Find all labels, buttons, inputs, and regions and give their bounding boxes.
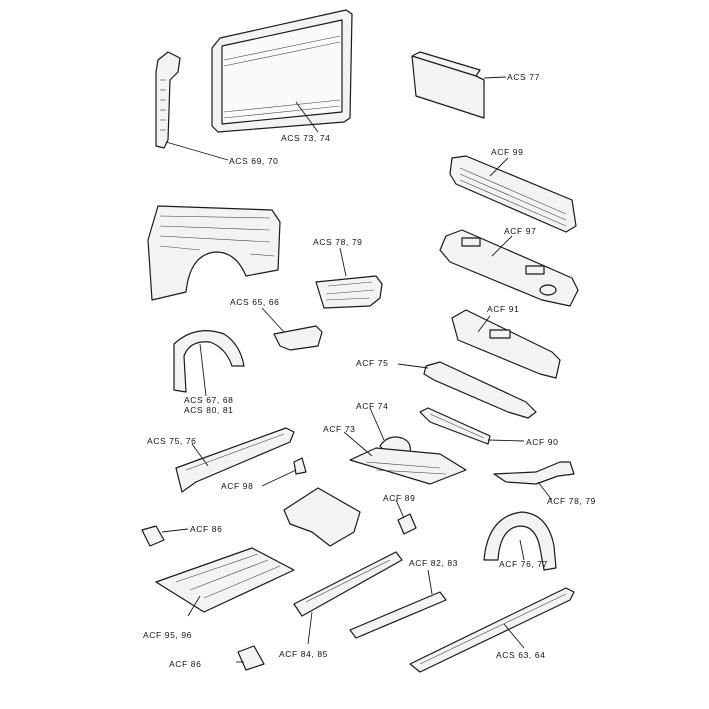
label-acf-73: ACF 73: [323, 424, 356, 434]
label-acf-90: ACF 90: [526, 437, 559, 447]
leader-acs-65-66: [261, 307, 285, 333]
part-acf-89: [397, 513, 417, 535]
leader-acs-77: [483, 76, 507, 79]
label-acs-67-68: ACS 67, 68: [184, 395, 234, 405]
leader-acf-99: [489, 157, 509, 177]
part-acs-78-79: [315, 275, 383, 309]
label-acs-63-64: ACS 63, 64: [496, 650, 546, 660]
label-acs-69-70: ACS 69, 70: [229, 156, 279, 166]
label-acs-65-66: ACS 65, 66: [230, 297, 280, 307]
label-acf-91: ACF 91: [487, 304, 520, 314]
part-acs-75-76: [175, 427, 295, 493]
part-acf-73: [349, 447, 467, 485]
part-floor-tunnel: [283, 487, 361, 547]
leader-acf-91: [477, 315, 491, 333]
leader-acf-73: [343, 431, 373, 457]
leader-acf-84-85: [307, 611, 313, 645]
part-acf-78-79: [493, 461, 575, 485]
leader-acf-97: [491, 235, 513, 257]
part-acf-86-lower: [237, 645, 265, 671]
label-acs-75-76: ACS 75, 76: [147, 436, 197, 446]
part-acs-63-64: [409, 587, 575, 673]
leader-acf-86-upper: [161, 528, 189, 533]
leader-acf-75: [397, 363, 429, 369]
part-acf-95-96: [155, 547, 295, 613]
leader-acs-63-64: [503, 623, 525, 649]
label-acf-74: ACF 74: [356, 401, 389, 411]
label-acf-78-79: ACF 78, 79: [547, 496, 596, 506]
part-acf-82-83: [349, 591, 447, 639]
leader-acs-73-74: [295, 101, 319, 133]
leader-acf-76-77: [519, 539, 525, 561]
label-acf-75: ACF 75: [356, 358, 389, 368]
leader-acf-82-83: [427, 569, 433, 595]
label-acf-86-lower: ACF 86: [169, 659, 202, 669]
leader-acf-89: [395, 499, 405, 519]
part-acs-65-66: [273, 325, 323, 351]
label-acs-80-81: ACS 80, 81: [184, 405, 234, 415]
label-acf-86-upper: ACF 86: [190, 524, 223, 534]
leader-acf-90: [487, 439, 525, 442]
label-acs-77: ACS 77: [507, 72, 540, 82]
label-acf-82-83: ACF 82, 83: [409, 558, 458, 568]
label-acs-73-74: ACS 73, 74: [281, 133, 331, 143]
leader-acs-75-76: [191, 443, 209, 467]
part-acf-99: [449, 155, 577, 233]
part-quarter-panel: [147, 205, 281, 301]
part-acf-91: [451, 309, 561, 379]
leader-acs-69-70: [165, 141, 229, 161]
part-acf-76-77: [483, 511, 557, 571]
label-acf-89: ACF 89: [383, 493, 416, 503]
leader-acf-95-96: [187, 595, 201, 617]
label-acf-99: ACF 99: [491, 147, 524, 157]
leader-acs-78-79: [339, 247, 347, 277]
leader-acs-67-68: [199, 343, 207, 397]
part-acs-67-68: [173, 330, 245, 393]
label-acf-95-96: ACF 95, 96: [143, 630, 192, 640]
leader-acf-98: [261, 469, 297, 487]
part-acf-84-85: [293, 551, 403, 617]
label-acf-76-77: ACF 76, 77: [499, 559, 548, 569]
part-acf-75: [423, 361, 537, 419]
part-acf-97: [439, 229, 579, 307]
leader-acf-74: [369, 407, 385, 441]
part-acf-98: [293, 457, 307, 475]
part-acs-69-70: [155, 51, 181, 149]
leader-acf-78-79: [537, 481, 553, 501]
label-acs-78-79: ACS 78, 79: [313, 237, 363, 247]
label-acf-84-85: ACF 84, 85: [279, 649, 328, 659]
label-acf-97: ACF 97: [504, 226, 537, 236]
part-acf-90: [419, 407, 491, 445]
part-acs-77: [411, 51, 485, 119]
label-acf-98: ACF 98: [221, 481, 254, 491]
part-acf-86-upper: [141, 525, 165, 547]
part-acs-73-74: [211, 9, 353, 133]
